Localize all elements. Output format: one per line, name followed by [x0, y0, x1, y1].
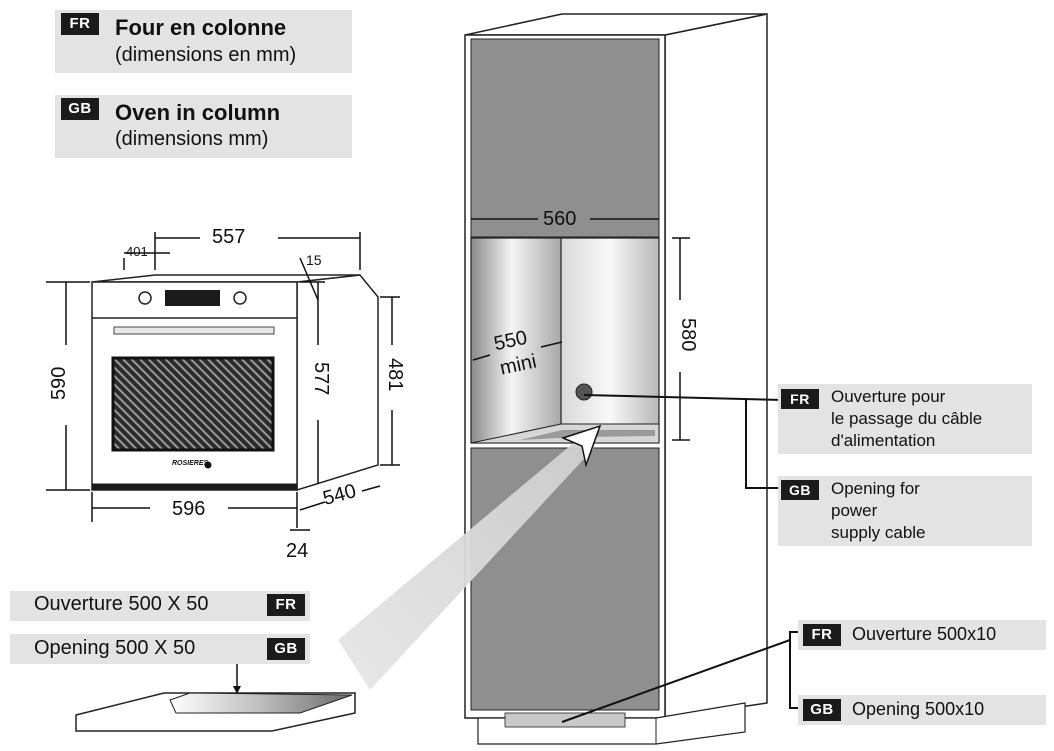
title-box-gb	[55, 95, 352, 158]
oven-window	[111, 356, 275, 452]
callout-shelf-gb-box	[10, 634, 310, 664]
dim-depth-total: 557	[212, 226, 246, 248]
callout-shelf-fr-box	[10, 591, 310, 621]
title-box-fr	[55, 10, 352, 73]
callout-shelf-gb-badge: GB	[267, 638, 305, 660]
callout-cable-fr-badge: FR	[781, 389, 819, 409]
callout-cable-fr-line2: le passage du câble	[831, 409, 983, 428]
magnify-beam	[338, 440, 594, 690]
oven-dimensions	[46, 232, 400, 531]
dim-front-gap: 15	[306, 252, 322, 268]
dim-height-total: 590	[48, 366, 70, 400]
subtitle-fr: (dimensions en mm)	[115, 44, 297, 66]
callout-cable-fr-line3: d'alimentation	[831, 431, 936, 450]
opening-arrow	[560, 424, 602, 468]
callout-leaders	[561, 394, 800, 723]
oven	[91, 274, 379, 492]
title-gb: Oven in column	[115, 100, 281, 125]
callout-shelf-fr-text: Ouverture 500 X 50	[34, 593, 209, 615]
column-cabinet	[464, 13, 768, 745]
opening-slab	[75, 662, 356, 732]
oven-handle	[113, 326, 275, 335]
dim-height-inner: 577	[310, 362, 332, 396]
cabinet-side	[664, 13, 768, 719]
subtitle-gb: (dimensions mm)	[115, 128, 269, 150]
callout-cable-gb-badge: GB	[781, 480, 819, 500]
dim-panel: 24	[286, 540, 309, 562]
dim-height-body: 481	[384, 358, 406, 392]
callout-shelf-gb-text: Opening 500 X 50	[34, 637, 196, 659]
cable-hole	[575, 383, 593, 401]
callout-plinth-fr-badge: FR	[803, 624, 841, 646]
lower-panel	[470, 447, 660, 711]
callout-cable-gb-line3: supply cable	[831, 523, 926, 542]
dim-niche-height: 580	[677, 318, 699, 352]
callout-shelf-fr-badge: FR	[267, 594, 305, 616]
brand-name: ROSIERES	[172, 460, 209, 467]
callout-plinth-gb-badge: GB	[803, 699, 841, 721]
dim-niche-width: 560	[543, 208, 577, 230]
title-fr: Four en colonne	[115, 15, 287, 40]
column-dimensions	[471, 218, 690, 441]
callout-plinth-fr-text: Ouverture 500x10	[852, 624, 997, 644]
callout-cable-gb-line2: power	[831, 501, 878, 520]
oven-display	[165, 290, 220, 306]
dim-width: 596	[172, 498, 206, 520]
brand-logo-icon	[204, 461, 212, 469]
callout-cable-gb-line1: Opening for	[831, 479, 920, 498]
knob-right-icon	[233, 291, 247, 305]
knob-left-icon	[138, 291, 152, 305]
oven-niche-left	[471, 238, 561, 443]
dim-offset-top: 401	[126, 244, 148, 259]
callout-plinth-gb-text: Opening 500x10	[852, 699, 985, 719]
lang-badge-gb: GB	[61, 98, 99, 120]
lang-badge-fr: FR	[61, 13, 99, 35]
oven-base	[92, 484, 297, 490]
callout-cable-fr-line1: Ouverture pour	[831, 387, 946, 406]
callout-cable-gb-box	[778, 476, 1032, 546]
callout-cable-fr-box	[778, 384, 1032, 454]
upper-panel	[470, 38, 660, 238]
